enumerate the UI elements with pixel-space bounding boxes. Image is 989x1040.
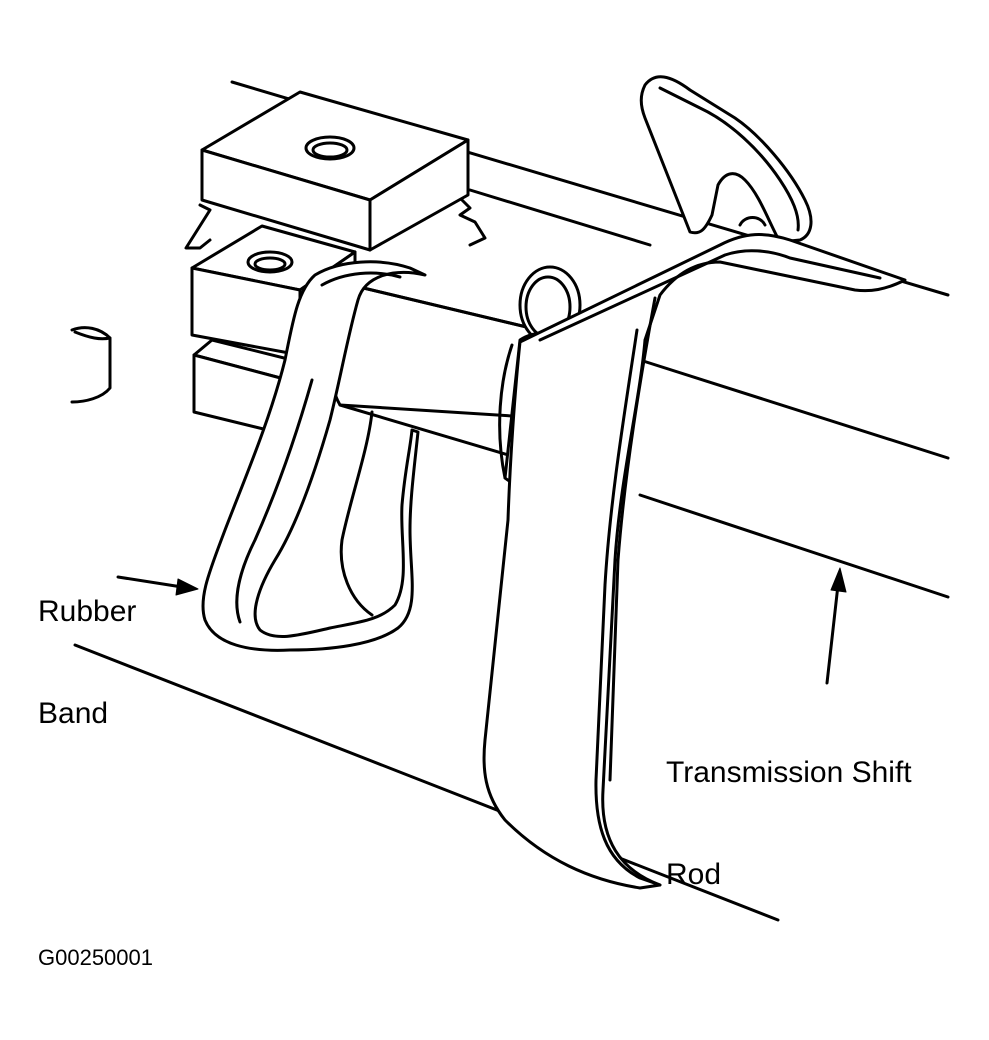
retaining-band bbox=[482, 233, 907, 890]
shift-rod-label-line2: Rod bbox=[666, 858, 722, 891]
rubber-band-leader bbox=[116, 575, 199, 596]
shift-rod-leader bbox=[825, 567, 847, 685]
shift-rod-label: Transmission Shift Rod bbox=[666, 688, 912, 926]
side-clip bbox=[70, 326, 112, 404]
rubber-band-label-line1: Rubber bbox=[38, 595, 137, 628]
shift-lever bbox=[639, 75, 813, 244]
figure-id: G00250001 bbox=[38, 945, 153, 970]
shift-rod-label-line1: Transmission Shift bbox=[666, 756, 912, 789]
rubber-band-loop bbox=[201, 260, 427, 652]
rubber-band-label-line2: Band bbox=[38, 697, 109, 730]
rubber-band-label: Rubber Band bbox=[38, 527, 136, 765]
